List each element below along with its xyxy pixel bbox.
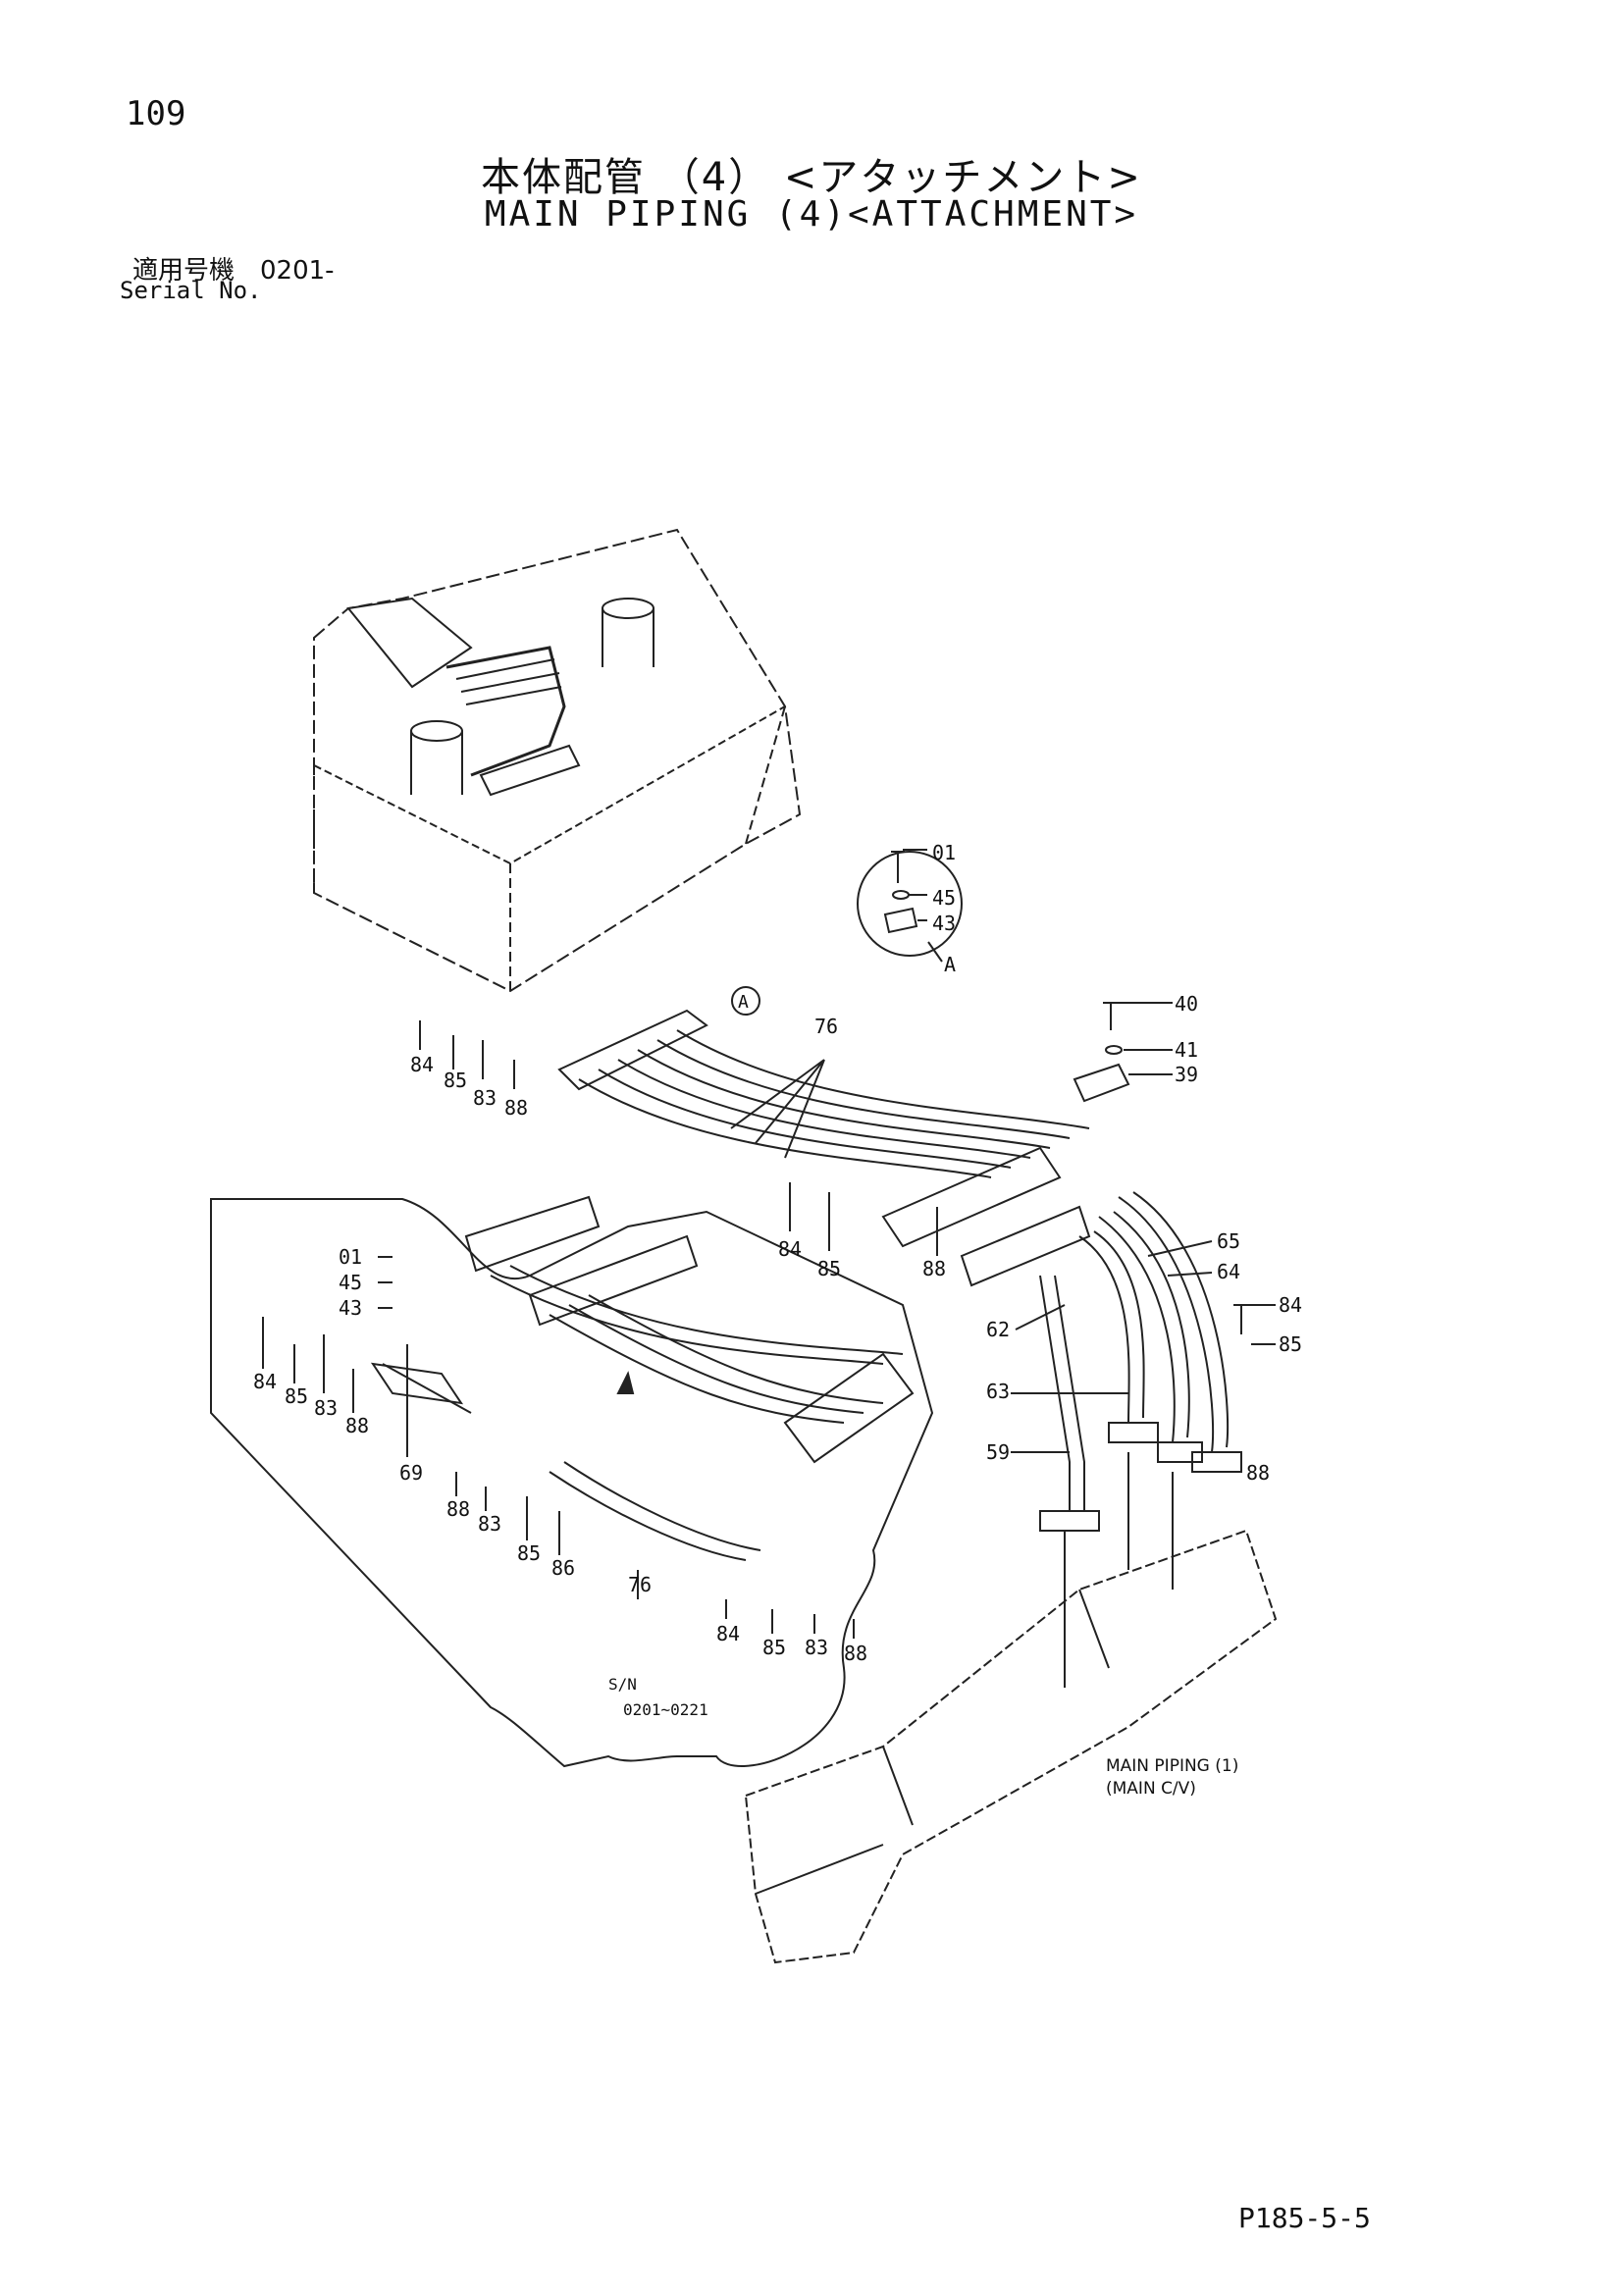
label-62: 62 <box>986 1318 1010 1341</box>
label-83-left: 83 <box>473 1086 497 1110</box>
machine-body-illustration <box>313 528 802 993</box>
detail-a-caption: A <box>944 953 956 976</box>
detail-a-view <box>857 849 963 963</box>
inset-serial-label: S/N <box>608 1675 637 1694</box>
inset-label-84-b: 84 <box>716 1622 740 1645</box>
inset-label-43: 43 <box>339 1296 362 1320</box>
title-english: MAIN PIPING (4)<ATTACHMENT> <box>484 194 1139 235</box>
label-59: 59 <box>986 1440 1010 1464</box>
label-41: 41 <box>1175 1038 1198 1062</box>
inset-label-83: 83 <box>314 1396 338 1420</box>
title-japanese: 本体配管 （4） <アタッチメント> <box>481 155 1142 200</box>
label-85-right: 85 <box>1279 1332 1302 1356</box>
inset-label-85-c: 85 <box>762 1636 786 1659</box>
label-84-center: 84 <box>778 1237 802 1261</box>
label-40: 40 <box>1175 992 1198 1016</box>
detail-a-label-45: 45 <box>932 886 956 910</box>
inset-serial-range: 0201~0221 <box>623 1700 708 1719</box>
reference-line-2: (MAIN C/V) <box>1106 1779 1196 1799</box>
inset-leader-lines <box>262 1256 855 1639</box>
label-85-left: 85 <box>444 1069 467 1092</box>
page-number: 109 <box>126 94 186 133</box>
label-65: 65 <box>1217 1229 1240 1253</box>
inset-label-88-b: 88 <box>446 1497 470 1521</box>
inset-hose-bundle <box>370 1195 915 1561</box>
inset-label-84: 84 <box>253 1370 277 1393</box>
label-76: 76 <box>814 1015 838 1038</box>
inset-label-88-c: 88 <box>844 1642 867 1665</box>
view-marker-a: A <box>738 992 749 1013</box>
inset-label-01: 01 <box>339 1245 362 1269</box>
serial-label-english: Serial No. <box>120 277 262 304</box>
main-leader-lines <box>419 1020 1241 1473</box>
inset-label-85-b: 85 <box>517 1541 541 1565</box>
inset-label-69: 69 <box>399 1461 423 1485</box>
inset-label-45: 45 <box>339 1271 362 1294</box>
label-84-left: 84 <box>410 1053 434 1076</box>
label-84-right: 84 <box>1279 1293 1302 1317</box>
steel-pipes-59-65 <box>960 1191 1276 1532</box>
inset-panel-outline <box>210 1198 934 1768</box>
serial-label-japanese: 適用号機 0201- <box>132 256 335 286</box>
inset-label-85: 85 <box>285 1384 308 1408</box>
detail-a-label-01: 01 <box>932 841 956 864</box>
label-88-right: 88 <box>1246 1461 1270 1485</box>
label-39: 39 <box>1175 1063 1198 1086</box>
reference-line-1: MAIN PIPING (1) <box>1106 1756 1238 1776</box>
main-control-valve <box>744 1452 1278 1964</box>
page-code: P185-5-5 <box>1238 2202 1371 2234</box>
detail-a-label-43: 43 <box>932 912 956 935</box>
inset-label-88: 88 <box>345 1414 369 1437</box>
label-64: 64 <box>1217 1260 1240 1283</box>
label-88-center: 88 <box>922 1257 946 1280</box>
label-63: 63 <box>986 1380 1010 1403</box>
inset-label-76: 76 <box>628 1573 652 1596</box>
inset-label-86: 86 <box>551 1556 575 1580</box>
hose-bundle-76 <box>557 986 1090 1248</box>
label-85-center: 85 <box>817 1257 841 1280</box>
inset-label-83-c: 83 <box>805 1636 828 1659</box>
inset-label-83-b: 83 <box>478 1512 501 1536</box>
label-88-left: 88 <box>504 1096 528 1120</box>
bracket-39-assembly <box>1073 1002 1173 1103</box>
